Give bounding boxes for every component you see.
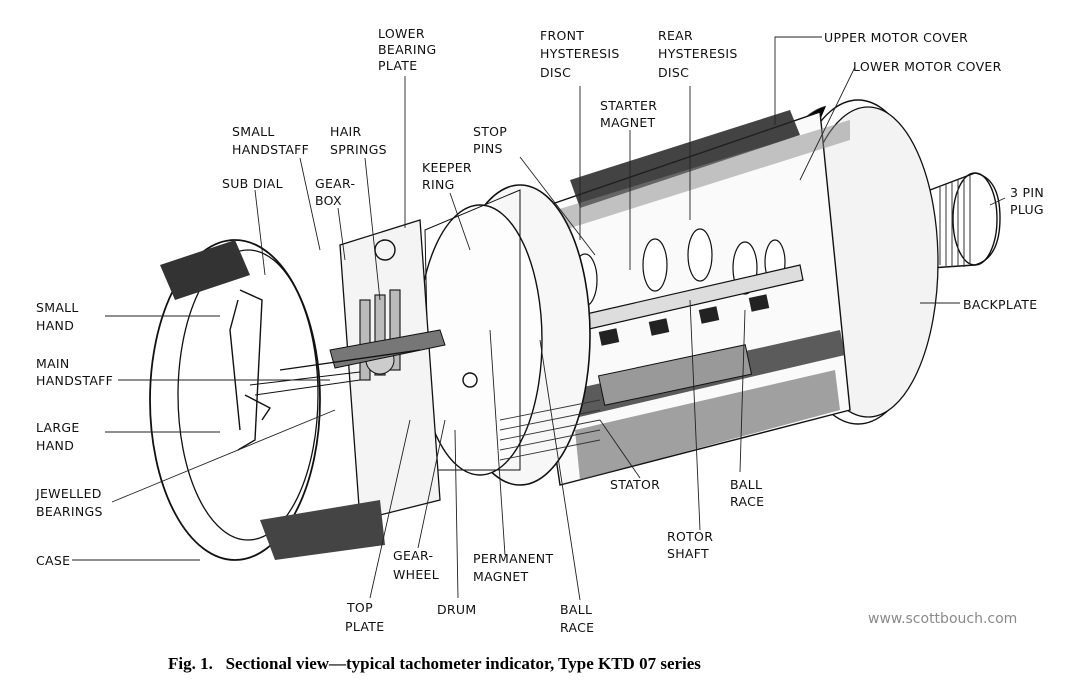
label-top-plate-2: PLATE: [345, 619, 384, 634]
label-front-hysteresis-disc-2: HYSTERESIS: [540, 46, 620, 61]
label-gear-wheel-1: GEAR-: [393, 548, 433, 563]
label-main-handstaff-1: MAIN: [36, 356, 70, 371]
label-small-handstaff-2: HANDSTAFF: [232, 142, 309, 157]
part-labels: LOWER BEARING PLATE FRONT HYSTERESIS DIS…: [35, 26, 1044, 635]
label-stop-pins-2: PINS: [473, 141, 503, 156]
label-permanent-magnet-1: PERMANENT: [473, 551, 553, 566]
label-top-plate-1: TOP: [346, 600, 373, 615]
label-rear-hysteresis-disc-3: DISC: [658, 65, 689, 80]
label-starter-magnet-2: MAGNET: [600, 115, 656, 130]
label-lower-bearing-plate-1: LOWER: [378, 26, 425, 41]
label-small-hand-1: SMALL: [36, 300, 79, 315]
label-3-pin-plug-1: 3 PIN: [1010, 185, 1044, 200]
three-pin-plug-drawing: [929, 172, 1001, 269]
label-permanent-magnet-2: MAGNET: [473, 569, 529, 584]
label-small-handstaff-1: SMALL: [232, 124, 275, 139]
label-drum: DRUM: [437, 602, 476, 617]
label-keeper-ring-2: RING: [422, 177, 455, 192]
label-gear-box-2: BOX: [315, 193, 342, 208]
label-small-hand-2: HAND: [36, 318, 74, 333]
label-large-hand-2: HAND: [36, 438, 74, 453]
label-rear-hysteresis-disc-2: HYSTERESIS: [658, 46, 738, 61]
label-gear-box-1: GEAR-: [315, 176, 355, 191]
label-lower-bearing-plate-3: PLATE: [378, 58, 417, 73]
label-keeper-ring-1: KEEPER: [422, 160, 472, 175]
label-case: CASE: [36, 553, 70, 568]
label-rotor-shaft-2: SHAFT: [667, 546, 709, 561]
drum-and-magnet-drawing: [417, 184, 601, 486]
label-large-hand-1: LARGE: [36, 420, 80, 435]
label-jewelled-bearings-1: JEWELLED: [35, 486, 102, 501]
label-sub-dial: SUB DIAL: [222, 176, 283, 191]
label-stop-pins-1: STOP: [473, 124, 507, 139]
label-ball-race-right-1: BALL: [730, 477, 762, 492]
label-ball-race-bottom-1: BALL: [560, 602, 592, 617]
gearbox-drawing: [329, 219, 446, 521]
label-lower-bearing-plate-2: BEARING: [378, 42, 437, 57]
label-stator: STATOR: [610, 477, 660, 492]
label-rotor-shaft-1: ROTOR: [667, 529, 713, 544]
leader-lines: [72, 36, 1006, 601]
watermark: www.scottbouch.com: [868, 611, 1017, 627]
label-gear-wheel-2: WHEEL: [393, 567, 439, 582]
label-front-hysteresis-disc-3: DISC: [540, 65, 571, 80]
tachometer-illustration: [149, 99, 1001, 561]
label-back-plate: BACKPLATE: [963, 297, 1037, 312]
label-hair-springs-1: HAIR: [330, 124, 362, 139]
label-hair-springs-2: SPRINGS: [330, 142, 387, 157]
motor-housing-drawing: [519, 110, 851, 486]
label-main-handstaff-2: HANDSTAFF: [36, 373, 113, 388]
label-3-pin-plug-2: PLUG: [1010, 202, 1044, 217]
label-lower-motor-cover: LOWER MOTOR COVER: [853, 59, 1002, 74]
label-rear-hysteresis-disc-1: REAR: [658, 28, 693, 43]
label-jewelled-bearings-2: BEARINGS: [36, 504, 103, 519]
label-ball-race-bottom-2: RACE: [560, 620, 594, 635]
figure-caption: Fig. 1. Sectional view—typical tachomete…: [168, 654, 701, 673]
label-upper-motor-cover: UPPER MOTOR COVER: [824, 30, 968, 45]
label-front-hysteresis-disc-1: FRONT: [540, 28, 584, 43]
case-drawing: [149, 239, 421, 561]
label-ball-race-right-2: RACE: [730, 494, 764, 509]
label-starter-magnet-1: STARTER: [600, 98, 657, 113]
